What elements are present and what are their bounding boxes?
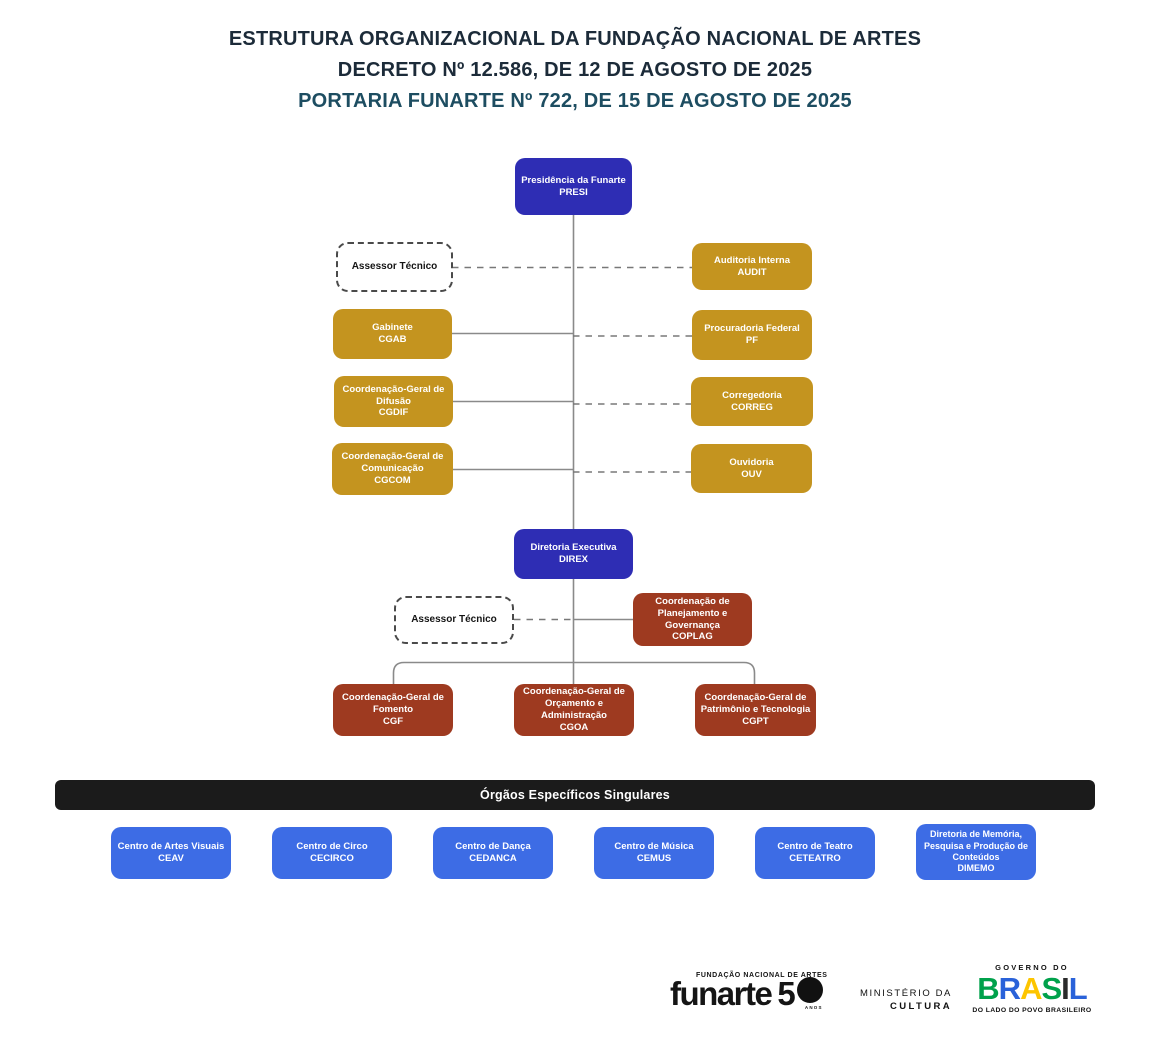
- unit-name: Procuradoria Federal: [704, 323, 800, 335]
- box-cgf: Coordenação-Geral de Fomento CGF: [333, 684, 453, 736]
- brasil-letter: S: [1041, 971, 1062, 1006]
- governo-do-brasil-logo: GOVERNO DO BRASIL DO LADO DO POVO BRASIL…: [970, 963, 1094, 1014]
- box-cedanca: Centro de Dança CEDANCA: [433, 827, 553, 879]
- unit-acronym: CGCOM: [374, 474, 411, 486]
- box-cgpt: Coordenação-Geral de Patrimônio e Tecnol…: [695, 684, 816, 736]
- box-presi: Presidência da Funarte PRESI: [515, 158, 632, 215]
- unit-name: Centro de Teatro: [777, 841, 853, 853]
- unit-name: Coordenação-Geral de Fomento: [342, 692, 444, 716]
- funarte-logo: FUNDAÇÃO NACIONAL DE ARTES funarte 5 ANO…: [670, 972, 850, 1010]
- box-dimemo: Diretoria de Memória, Pesquisa e Produçã…: [916, 824, 1036, 880]
- box-ceav: Centro de Artes Visuais CEAV: [111, 827, 231, 879]
- unit-name: Diretoria de Memória, Pesquisa e Produçã…: [923, 829, 1029, 862]
- unit-acronym: CEMUS: [636, 853, 672, 864]
- unit-acronym: AUDIT: [737, 266, 767, 278]
- unit-acronym: CGAB: [378, 334, 407, 345]
- box-ceteatro: Centro de Teatro CETEATRO: [755, 827, 875, 879]
- unit-name: Ouvidoria: [729, 456, 774, 468]
- unit-acronym: CECIRCO: [310, 853, 354, 864]
- brasil-letter: B: [977, 971, 999, 1006]
- unit-acronym: PF: [745, 335, 759, 346]
- unit-name: Coordenação-Geral de Comunicação: [341, 451, 444, 475]
- unit-name: Diretoria Executiva: [530, 542, 617, 554]
- funarte-anniversary-digit: 5: [777, 975, 796, 1012]
- unit-acronym: CGOA: [559, 721, 589, 733]
- unit-name: Coordenação-Geral de Patrimônio e Tecnol…: [700, 692, 811, 716]
- unit-acronym: CETEATRO: [789, 853, 841, 864]
- section-bar-orgaos-especificos: Órgãos Específicos Singulares: [55, 780, 1095, 810]
- unit-acronym: OUV: [741, 468, 762, 480]
- unit-name: Presidência da Funarte: [521, 174, 626, 186]
- unit-name: Assessor Técnico: [351, 260, 438, 272]
- funarte-tagline: FUNDAÇÃO NACIONAL DE ARTES: [696, 972, 828, 979]
- page-title: ESTRUTURA ORGANIZACIONAL DA FUNDAÇÃO NAC…: [0, 24, 1150, 117]
- box-cgoa: Coordenação-Geral de Orçamento e Adminis…: [514, 684, 634, 736]
- box-direx: Diretoria Executiva DIREX: [514, 529, 633, 579]
- unit-acronym: CORREG: [731, 401, 773, 413]
- unit-name: Centro de Música: [614, 841, 694, 853]
- brasil-letter: R: [998, 971, 1021, 1006]
- box-coplag: Coordenação de Planejamento e Governança…: [633, 593, 752, 646]
- brasil-wordmark: BRASIL: [970, 971, 1094, 1006]
- unit-acronym: COPLAG: [672, 631, 713, 643]
- box-cgcom: Coordenação-Geral de Comunicação CGCOM: [332, 443, 453, 495]
- unit-acronym: DIREX: [558, 554, 589, 565]
- box-assessor-presi: Assessor Técnico: [336, 242, 453, 292]
- box-cecirco: Centro de Circo CECIRCO: [272, 827, 392, 879]
- title-line-1: ESTRUTURA ORGANIZACIONAL DA FUNDAÇÃO NAC…: [228, 28, 922, 50]
- unit-name: Coordenação-Geral de Orçamento e Adminis…: [523, 686, 625, 721]
- ministerio-line-1: MINISTÉRIO DA: [859, 988, 952, 999]
- brasil-letter: L: [1068, 971, 1088, 1006]
- box-cgab: Gabinete CGAB: [333, 309, 452, 359]
- title-line-3: PORTARIA FUNARTE Nº 722, DE 15 DE AGOSTO…: [298, 90, 852, 112]
- section-bar-label: Órgãos Específicos Singulares: [480, 788, 670, 802]
- unit-acronym: CEDANCA: [469, 853, 517, 864]
- unit-name: Assessor Técnico: [411, 613, 497, 625]
- unit-name: Coordenação de Planejamento e Governança: [655, 595, 730, 631]
- governo-tagline: DO LADO DO POVO BRASILEIRO: [972, 1007, 1092, 1015]
- ministerio-cultura-logo: MINISTÉRIO DA CULTURA: [852, 988, 952, 1012]
- unit-acronym: CGF: [382, 715, 404, 727]
- unit-name: Auditoria Interna: [713, 254, 790, 266]
- governo-do-label: GOVERNO DO: [995, 963, 1069, 972]
- funarte-anniversary-circle-icon: [796, 977, 823, 1003]
- box-cgdif: Coordenação-Geral de Difusão CGDIF: [334, 376, 453, 427]
- ministerio-line-2: CULTURA: [889, 1001, 952, 1012]
- box-pf: Procuradoria Federal PF: [692, 310, 812, 360]
- box-cemus: Centro de Música CEMUS: [594, 827, 714, 879]
- box-audit: Auditoria Interna AUDIT: [692, 243, 812, 290]
- unit-name: Coordenação-Geral de Difusão: [342, 383, 445, 407]
- box-ouv: Ouvidoria OUV: [691, 444, 812, 493]
- funarte-wordmark: funarte: [670, 975, 773, 1012]
- box-correg: Corregedoria CORREG: [691, 377, 813, 426]
- unit-acronym: DIMEMO: [957, 863, 995, 874]
- unit-name: Centro de Circo: [296, 841, 368, 853]
- unit-name: Centro de Dança: [455, 841, 531, 853]
- title-line-2: DECRETO Nº 12.586, DE 12 DE AGOSTO DE 20…: [337, 59, 813, 81]
- unit-acronym: CGDIF: [378, 407, 409, 419]
- unit-name: Corregedoria: [722, 389, 782, 401]
- unit-name: Centro de Artes Visuais: [117, 841, 225, 853]
- unit-name: Gabinete: [372, 322, 413, 334]
- funarte-50-anos-mark: 5 ANOS: [777, 975, 823, 1012]
- unit-acronym: CEAV: [158, 853, 184, 864]
- unit-acronym: CGPT: [742, 715, 769, 727]
- box-assessor-direx: Assessor Técnico: [394, 596, 514, 644]
- brasil-letter: I: [1061, 971, 1070, 1006]
- brasil-letter: A: [1020, 971, 1042, 1006]
- funarte-anos-label: ANOS: [804, 1005, 823, 1010]
- unit-acronym: PRESI: [559, 186, 588, 198]
